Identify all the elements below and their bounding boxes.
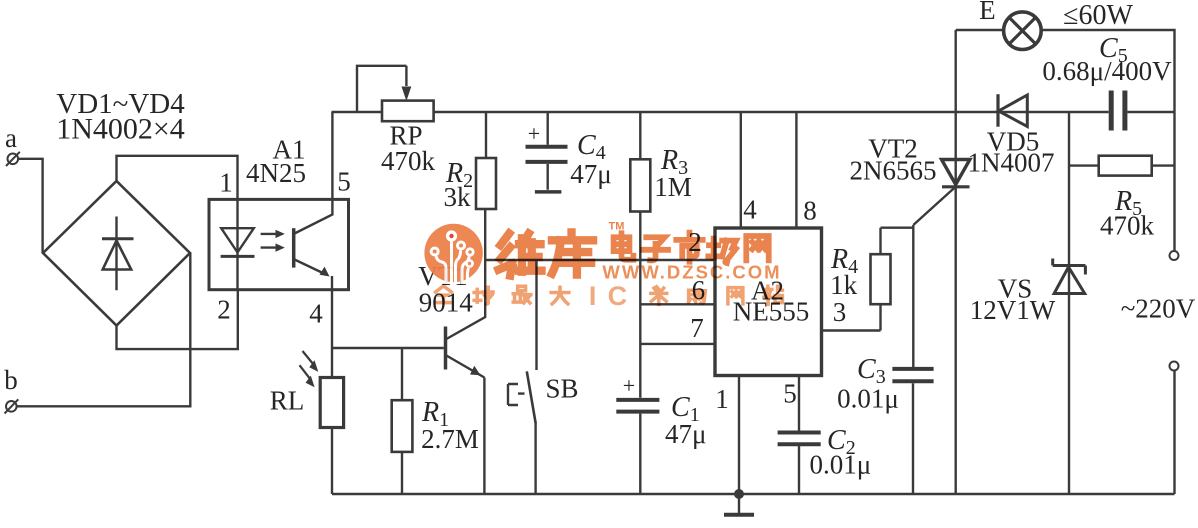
svg-text:b: b (4, 365, 18, 395)
svg-text:I: I (589, 281, 597, 311)
svg-text:E: E (979, 0, 996, 25)
svg-text:47μ: 47μ (570, 159, 611, 189)
svg-text:VT2: VT2 (868, 134, 918, 164)
svg-text:1M: 1M (654, 172, 692, 202)
svg-text:+: + (623, 373, 635, 398)
svg-text:VD1~VD4: VD1~VD4 (56, 88, 185, 120)
svg-text:470k: 470k (1100, 211, 1155, 241)
svg-text:4N25: 4N25 (246, 158, 306, 188)
svg-text:2.7M: 2.7M (421, 424, 479, 454)
svg-text:A1: A1 (273, 135, 306, 165)
svg-text:3k: 3k (444, 182, 472, 212)
svg-text:≤60W: ≤60W (1063, 0, 1133, 31)
svg-text:1: 1 (715, 384, 729, 414)
svg-text:12V1W: 12V1W (970, 295, 1056, 325)
svg-text:0.68μ/400V: 0.68μ/400V (1042, 56, 1172, 86)
svg-text:a: a (5, 123, 17, 153)
svg-text:VD5: VD5 (987, 127, 1040, 157)
svg-text:1N4002×4: 1N4002×4 (56, 113, 185, 146)
svg-text:2N6565: 2N6565 (850, 156, 937, 186)
svg-text:VS: VS (998, 274, 1033, 304)
svg-text:SB: SB (545, 374, 578, 404)
svg-text:WWW.DZSC.COM: WWW.DZSC.COM (602, 262, 781, 283)
svg-text:5: 5 (337, 167, 351, 197)
svg-text:~220V: ~220V (1121, 294, 1196, 324)
svg-text:8: 8 (803, 196, 817, 226)
svg-text:C4: C4 (577, 130, 606, 164)
svg-text:4: 4 (743, 195, 757, 225)
svg-text:3: 3 (833, 297, 847, 327)
svg-text:0.01μ: 0.01μ (810, 450, 872, 480)
svg-text:47μ: 47μ (665, 419, 706, 449)
svg-text:1N4007: 1N4007 (968, 148, 1055, 178)
svg-text:RL: RL (270, 386, 305, 416)
svg-text:+: + (528, 121, 540, 146)
svg-text:2: 2 (217, 295, 231, 325)
svg-text:1: 1 (219, 168, 233, 198)
svg-text:470k: 470k (381, 146, 436, 176)
svg-text:5: 5 (783, 379, 797, 409)
svg-text:RP: RP (389, 121, 422, 151)
svg-text:4: 4 (309, 299, 323, 329)
svg-text:0.01μ: 0.01μ (837, 384, 899, 414)
svg-text:1k: 1k (830, 270, 858, 300)
svg-text:TM: TM (609, 221, 625, 233)
svg-text:7: 7 (690, 313, 704, 343)
svg-text:NE555: NE555 (733, 297, 810, 327)
svg-text:C: C (608, 281, 628, 311)
